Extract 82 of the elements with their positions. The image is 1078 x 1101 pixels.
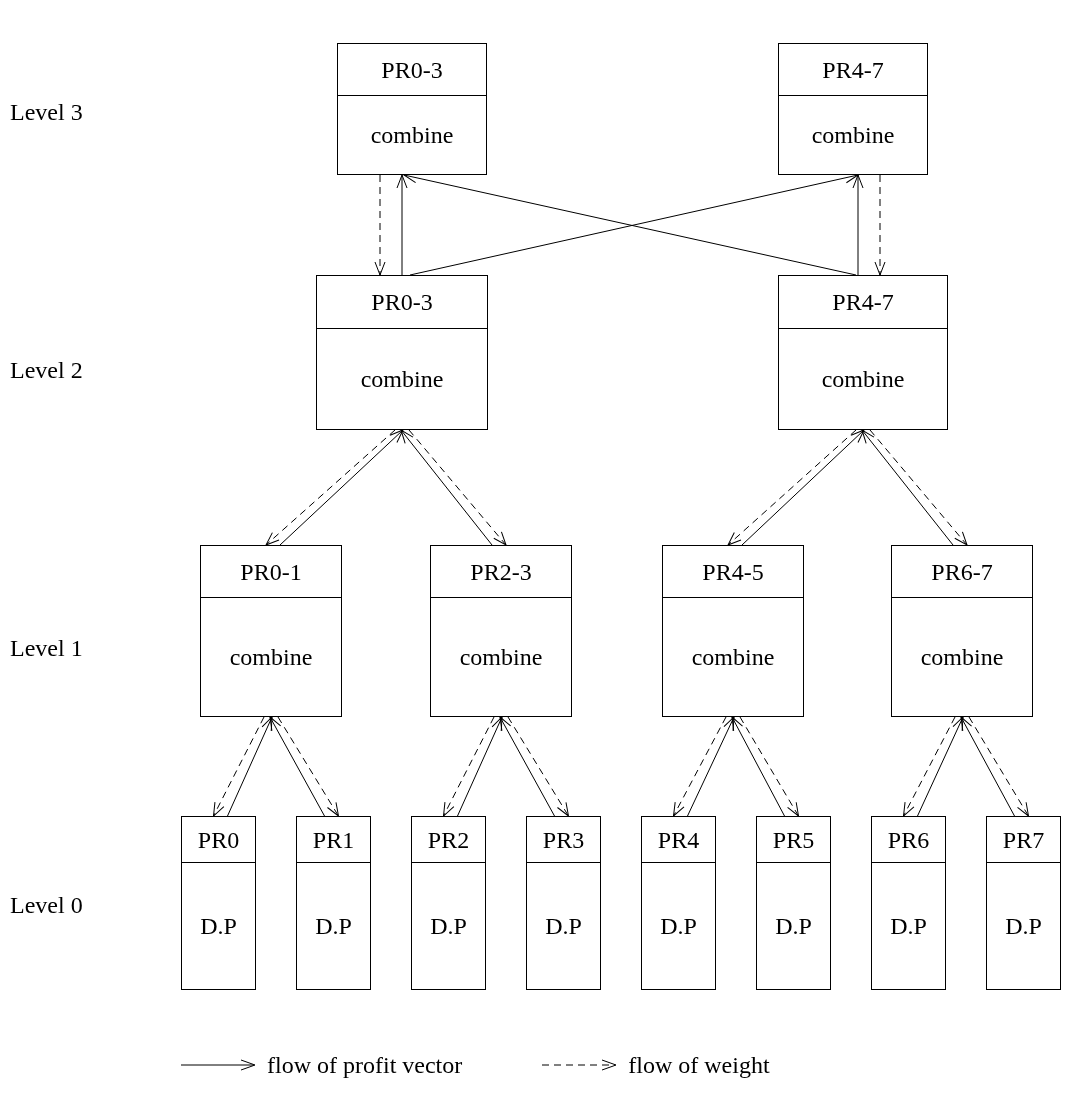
box-label: combine [370,123,454,147]
arrow [269,716,325,817]
box-label: D.P [660,914,697,938]
process-box [986,816,1061,990]
box-label: D.P [775,914,812,938]
legend-text: flow of profit vector [267,1053,463,1077]
process-box [778,43,928,175]
dashed-arrow [727,429,857,546]
box-title: PR2-3 [470,559,532,584]
box-title: PR0-3 [381,57,443,82]
dashed-arrow [903,716,956,817]
box-title: PR1 [312,827,355,852]
process-box [181,816,256,990]
box-title: PR3 [542,827,585,852]
process-box [756,816,831,990]
box-title: PR7 [1002,827,1045,852]
box-label: D.P [890,914,927,938]
arrow [227,716,273,817]
box-label: D.P [315,914,352,938]
box-title: PR4-7 [822,57,884,82]
arrow [400,429,493,546]
dashed-arrow [673,716,727,817]
arrow [917,716,964,817]
process-box [662,545,804,717]
dashed-arrow [874,174,886,276]
box-title: PR0 [197,827,240,852]
box-label: combine [821,367,905,391]
box-title: PR4-5 [702,559,764,584]
box-label: combine [229,645,313,669]
box-label: combine [811,123,895,147]
box-title: PR2 [427,827,470,852]
arrow [396,174,408,276]
arrow [861,429,954,546]
dashed-arrow [739,716,799,817]
level-label: Level 0 [10,893,83,917]
dashed-arrow [443,716,495,817]
box-title: PR6 [887,827,930,852]
process-box [778,275,948,430]
box-title: PR0-1 [240,559,302,584]
box-title: PR5 [772,827,815,852]
process-box [891,545,1033,717]
box-title: PR4 [657,827,700,852]
box-label: D.P [200,914,237,938]
dashed-arrow [265,429,396,546]
box-title: PR0-3 [371,290,433,314]
box-label: combine [691,645,775,669]
process-box [200,545,342,717]
level-label: Level 2 [10,358,83,382]
arrow [960,716,1015,817]
box-label: combine [920,645,1004,669]
box-label: D.P [1005,914,1042,938]
level-label: Level 1 [10,636,83,660]
dashed-arrow [968,716,1029,817]
dashed-arrow [869,429,968,546]
legend-text: flow of weight [628,1053,770,1077]
arrow [687,716,735,817]
arrow [741,429,865,546]
process-box [337,43,487,175]
dashed-arrow [374,174,386,276]
arrow [731,716,785,817]
process-box [641,816,716,990]
process-box [430,545,572,717]
process-box [871,816,946,990]
dashed-arrow [507,716,569,817]
box-label: combine [459,645,543,669]
process-box [526,816,601,990]
box-label: combine [360,367,444,391]
dashed-arrow [408,429,507,546]
box-label: D.P [545,914,582,938]
dashed-arrow [213,716,265,817]
arrow [499,716,555,817]
process-box [296,816,371,990]
dashed-arrow [277,716,339,817]
process-box [316,275,488,430]
arrow [279,429,404,546]
arrow [457,716,503,817]
box-title: PR6-7 [931,559,993,584]
box-title: PR4-7 [832,290,894,314]
arrow [852,174,864,276]
box-label: D.P [430,914,467,938]
level-label: Level 3 [10,100,83,124]
process-box [411,816,486,990]
